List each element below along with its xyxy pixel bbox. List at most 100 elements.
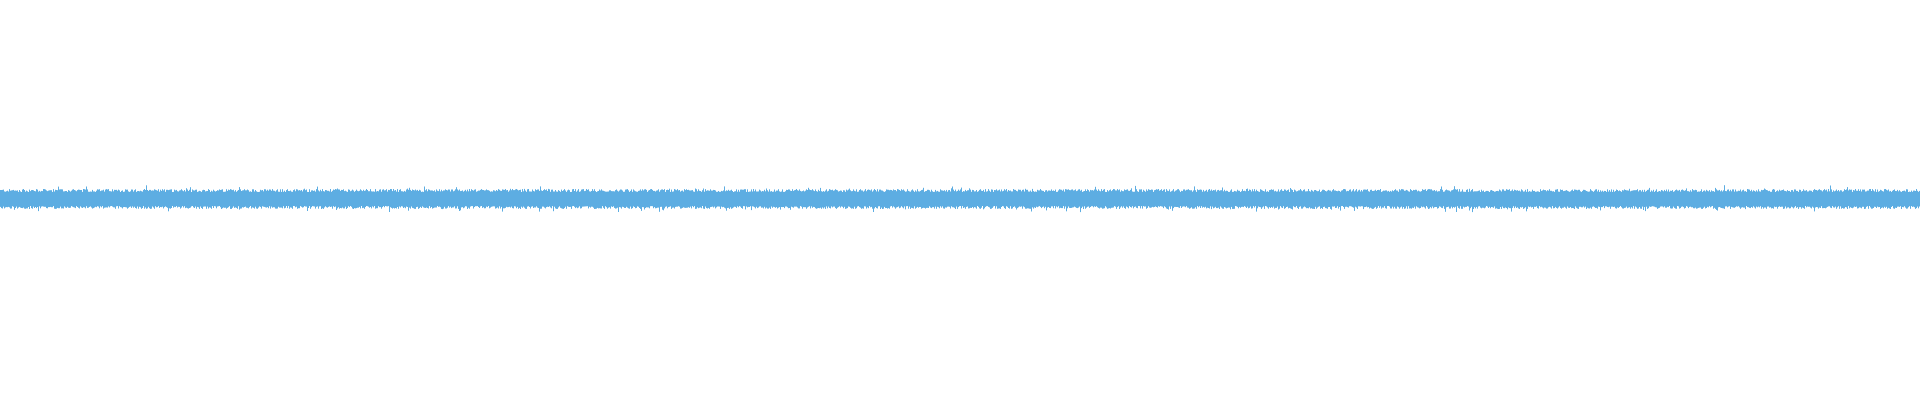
waveform-bar xyxy=(331,191,332,207)
waveform-bar xyxy=(1269,190,1270,208)
waveform-bar xyxy=(1168,191,1169,210)
waveform-bar xyxy=(551,189,552,209)
waveform-bar xyxy=(1273,189,1274,207)
waveform-bar xyxy=(1296,191,1297,206)
waveform-bar xyxy=(1367,189,1368,208)
waveform-bar xyxy=(1679,189,1680,209)
waveform-bar xyxy=(1292,190,1293,210)
waveform-bar xyxy=(1079,189,1080,207)
waveform-bar xyxy=(687,190,688,208)
waveform-bar xyxy=(502,189,503,212)
waveform-bar xyxy=(27,191,28,209)
waveform-bar xyxy=(1737,191,1738,207)
waveform-bar xyxy=(321,191,322,209)
waveform-bar xyxy=(1767,190,1768,207)
waveform-bar xyxy=(1775,192,1776,208)
waveform-bar xyxy=(523,191,524,207)
waveform-bar xyxy=(1551,190,1552,209)
waveform-bar xyxy=(713,189,714,208)
waveform-bar xyxy=(114,189,115,208)
waveform-bar xyxy=(1639,190,1640,207)
waveform-bar xyxy=(1410,189,1411,209)
waveform-bar xyxy=(1860,189,1861,208)
waveform-bar xyxy=(86,186,87,207)
waveform-bar xyxy=(1675,190,1676,209)
waveform-bar xyxy=(1713,191,1714,209)
waveform-bar xyxy=(1207,191,1208,208)
waveform-bar xyxy=(581,189,582,209)
waveform-bar xyxy=(1342,190,1343,206)
waveform-bar xyxy=(849,188,850,207)
waveform-bar xyxy=(1042,190,1043,208)
waveform-bar xyxy=(1039,190,1040,207)
waveform-bar xyxy=(1278,189,1279,210)
waveform-bar xyxy=(647,191,648,208)
waveform-bar xyxy=(920,190,921,207)
waveform-bar xyxy=(1294,189,1295,208)
waveform-bar xyxy=(978,191,979,207)
waveform-bar xyxy=(260,189,261,207)
waveform-bar xyxy=(944,190,945,209)
waveform-bar xyxy=(451,189,452,209)
waveform-bar xyxy=(1204,191,1205,208)
waveform-bar xyxy=(1065,189,1066,207)
waveform-bar xyxy=(884,191,885,207)
waveform-bar xyxy=(1132,191,1133,207)
waveform-bar xyxy=(56,190,57,209)
waveform-bar xyxy=(692,190,693,207)
waveform-bar xyxy=(89,191,90,207)
waveform-bar xyxy=(1517,190,1518,208)
waveform-bar xyxy=(1248,191,1249,209)
waveform-bar xyxy=(617,190,618,208)
waveform-bar xyxy=(1291,189,1292,209)
waveform-bar xyxy=(1436,190,1437,207)
waveform-bar xyxy=(865,189,866,207)
waveform-bar xyxy=(1541,190,1542,207)
waveform-bar xyxy=(1666,189,1667,208)
waveform-bar xyxy=(1138,191,1139,206)
waveform-bar xyxy=(542,191,543,207)
waveform-bar xyxy=(633,189,634,207)
waveform-bar xyxy=(158,189,159,207)
waveform-bar xyxy=(563,190,564,209)
waveform-bar xyxy=(1308,189,1309,209)
waveform-bar xyxy=(438,191,439,207)
waveform-bar xyxy=(407,188,408,207)
waveform-bar xyxy=(1139,189,1140,207)
waveform-bar xyxy=(1046,190,1047,211)
waveform-bar xyxy=(153,190,154,208)
waveform-bar xyxy=(426,189,427,208)
waveform-bar xyxy=(270,189,271,209)
waveform-bar xyxy=(296,189,297,207)
waveform-bar xyxy=(844,190,845,207)
waveform-bar xyxy=(741,189,742,208)
waveform-bar xyxy=(467,189,468,209)
waveform-bar xyxy=(384,190,385,208)
waveform-bar xyxy=(1880,189,1881,209)
waveform-bar xyxy=(586,189,587,207)
waveform-bar xyxy=(1491,190,1492,207)
waveform-bar xyxy=(453,191,454,208)
waveform-bar xyxy=(671,189,672,209)
waveform-bar xyxy=(1848,190,1849,207)
waveform-bar xyxy=(1481,189,1482,209)
waveform-bar xyxy=(787,190,788,208)
waveform-bar xyxy=(1624,189,1625,208)
waveform-bar xyxy=(472,190,473,207)
waveform-bar xyxy=(483,190,484,208)
waveform-bar xyxy=(1795,189,1796,207)
waveform-bar xyxy=(1441,186,1442,208)
waveform-bar xyxy=(1130,189,1131,207)
waveform-bar xyxy=(811,190,812,207)
waveform-bar xyxy=(1694,190,1695,209)
waveform-bar xyxy=(402,191,403,207)
waveform-bar xyxy=(1584,189,1585,208)
waveform-bar xyxy=(1580,191,1581,207)
waveform-bar xyxy=(1073,190,1074,208)
waveform-bar xyxy=(1528,191,1529,207)
waveform-bar xyxy=(1386,190,1387,209)
waveform-bar xyxy=(3,189,4,207)
waveform-bar xyxy=(1320,192,1321,209)
waveform-bar xyxy=(1836,189,1837,209)
